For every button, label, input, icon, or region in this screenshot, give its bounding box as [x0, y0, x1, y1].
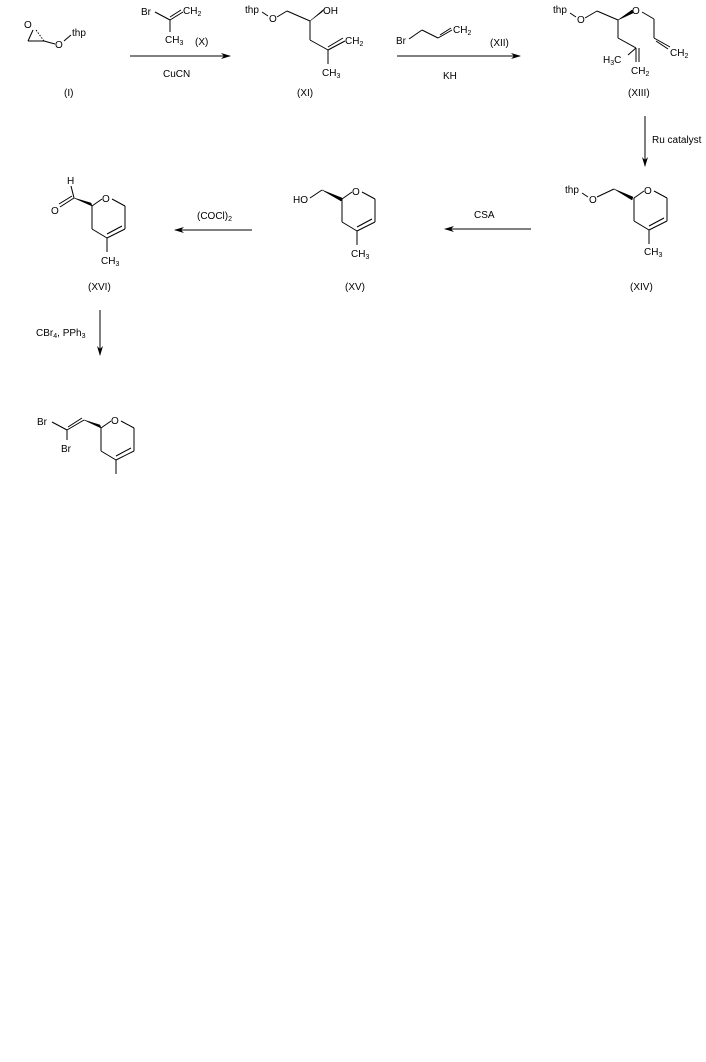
compound-XII: Br CH2 (XII) [396, 25, 509, 49]
group-thp: thp [245, 5, 259, 16]
reagent-label: Ru catalyst [652, 135, 702, 146]
group-CH3: CH3 [322, 68, 340, 80]
compound-label: (XI) [297, 88, 313, 99]
group-CH2: CH2 [345, 36, 363, 48]
compound-label: (XII) [490, 38, 509, 49]
reagent-label: CSA [474, 210, 495, 221]
group-CH3: CH3 [644, 247, 662, 259]
atom-Br: Br [61, 444, 72, 455]
group-thp: thp [553, 5, 567, 16]
compound-label: (I) [64, 88, 73, 99]
group-thp: thp [72, 28, 86, 39]
group-CH2: CH2 [631, 66, 649, 78]
compound-XV: HO O CH3 (XV) [293, 187, 376, 293]
group-CH3: CH3 [351, 249, 369, 261]
ring-O: O [102, 194, 110, 205]
group-OH: OH [323, 6, 338, 17]
atom-H: H [67, 176, 74, 187]
compound-label: (XIV) [630, 282, 653, 293]
group-CH2: CH2 [670, 48, 688, 60]
compound-XVI: H O O CH3 (XVI) [51, 176, 126, 293]
reagent-label: KH [443, 71, 457, 82]
atom-O: O [269, 14, 277, 25]
compound-X: Br CH2 CH3 (X) [141, 6, 208, 48]
group-CH3: CH3 [165, 35, 183, 47]
atom-O: O [589, 195, 597, 206]
compound-XVII: Br Br O CH3 [37, 416, 135, 474]
atom-Br: Br [396, 36, 407, 47]
reagent-label: CBr4, PPh3 [36, 328, 86, 340]
ring-O: O [352, 187, 360, 198]
group-H3C: H3C [603, 55, 621, 67]
atom-O: O [632, 6, 640, 17]
compound-XI: thp O OH CH2 CH3 (XI) [245, 5, 363, 99]
atom-Br: Br [141, 7, 152, 18]
group-HO: HO [293, 195, 308, 206]
compound-XIV: thp O O CH3 (XIV) [565, 185, 668, 293]
compound-label: (XVI) [88, 282, 111, 293]
atom-O: O [55, 40, 63, 51]
reagent-label: (COCl)2 [197, 211, 232, 223]
compound-label: (X) [195, 37, 208, 48]
compound-label: (XV) [345, 282, 365, 293]
ring-O: O [111, 416, 119, 427]
atom-O: O [577, 15, 585, 26]
group-CH2: CH2 [183, 6, 201, 18]
group-CH2: CH2 [453, 25, 471, 37]
group-thp: thp [565, 185, 579, 196]
atom-Br: Br [37, 417, 48, 428]
atom-O: O [24, 20, 32, 31]
compound-label: (XIII) [628, 88, 650, 99]
reagent-label: CuCN [163, 69, 190, 80]
atom-O: O [51, 206, 59, 217]
compound-XIII: thp O O CH2 H3C CH2 (XIII) [553, 5, 688, 99]
compound-I: O O thp (I) [24, 20, 86, 99]
ring-O: O [644, 186, 652, 197]
group-CH3: CH3 [101, 256, 119, 268]
